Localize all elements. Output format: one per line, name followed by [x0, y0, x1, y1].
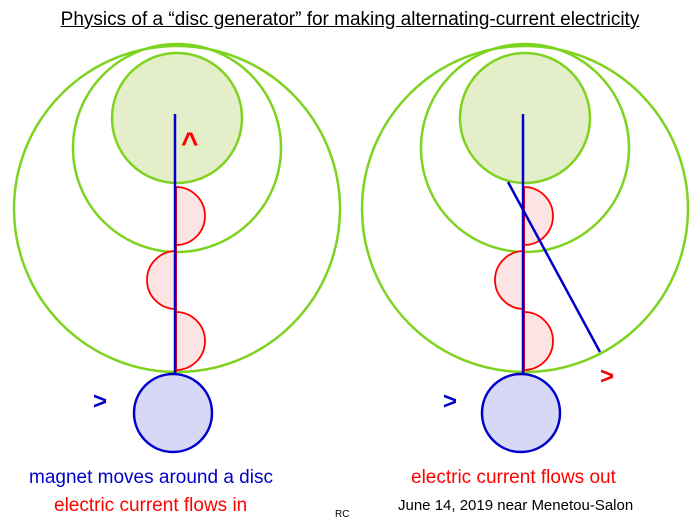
upper-loop: [523, 186, 554, 246]
motion-arrow: >: [443, 388, 457, 415]
middle-loop: [146, 250, 177, 310]
magnet: [132, 372, 214, 454]
middle-loop: [494, 250, 525, 310]
current-arrow: ^: [181, 127, 199, 160]
current-arrow: >: [600, 363, 614, 390]
initials: RC: [335, 509, 350, 520]
motion-arrow: >: [93, 388, 107, 415]
right-caption: electric current flows out: [411, 467, 616, 488]
left-caption-line1: magnet moves around a disc: [29, 467, 273, 488]
lower-loop: [175, 311, 206, 371]
center-disc: [458, 51, 592, 185]
right-generator: > >: [360, 42, 690, 454]
magnet: [480, 372, 562, 454]
left-caption-line2: electric current flows in: [54, 495, 248, 516]
date-place: June 14, 2019 near Menetou-Salon: [398, 497, 634, 514]
lower-loop: [523, 311, 554, 371]
slanted-wire: [506, 181, 602, 353]
page-title: Physics of a “disc generator” for making…: [60, 9, 640, 30]
upper-loop: [175, 186, 206, 246]
left-generator: > ^: [12, 42, 342, 454]
center-disc: [110, 51, 244, 185]
